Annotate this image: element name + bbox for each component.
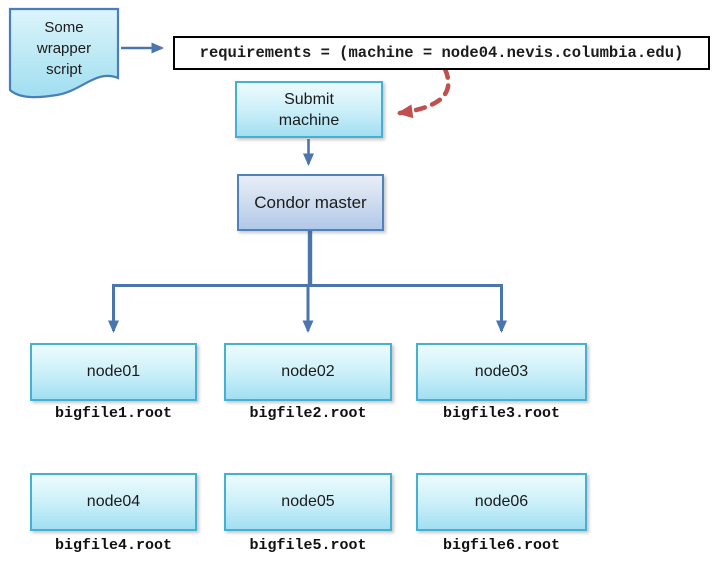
node02-label: node02 [281, 363, 335, 380]
node06-label: node06 [474, 493, 529, 510]
node03-label: node03 [474, 363, 529, 380]
node05-box: node05 [224, 473, 392, 531]
requirements-to-submit-red-dashed-arrow [397, 66, 451, 119]
node01-label: node01 [86, 363, 141, 380]
node02-file-label: bigfile2.root [249, 405, 367, 422]
node04-box: node04 [30, 473, 197, 531]
submit-machine-label: Submit machine [278, 90, 340, 129]
wrapper-script-line2: wrapper [36, 40, 92, 57]
node01-box: node01 [30, 343, 197, 401]
node06-box: node06 [416, 473, 587, 531]
wrapper-script-line1: Some [44, 19, 84, 36]
node04-file-label: bigfile4.root [54, 537, 173, 554]
condor-master-label: Condor master [254, 192, 367, 212]
wrapper-script-label: Some wrapper script [10, 17, 118, 80]
node05-label: node05 [281, 493, 335, 510]
requirements-text: requirements = (machine = node04.nevis.c… [199, 44, 684, 62]
condor-master-box: Condor master [237, 174, 384, 231]
node03-box: node03 [416, 343, 587, 401]
node05-file-label: bigfile5.root [249, 537, 367, 554]
wrapper-script-line3: script [46, 61, 82, 78]
node06-file-label: bigfile6.root [442, 537, 561, 554]
node01-file-label: bigfile1.root [54, 405, 173, 422]
requirements-box: requirements = (machine = node04.nevis.c… [173, 36, 710, 70]
wrapper-script-wave-shape [8, 7, 120, 99]
node03-file-label: bigfile3.root [442, 405, 561, 422]
submit-machine-box: Submit machine [235, 81, 383, 138]
node02-box: node02 [224, 343, 392, 401]
node04-label: node04 [86, 493, 141, 510]
